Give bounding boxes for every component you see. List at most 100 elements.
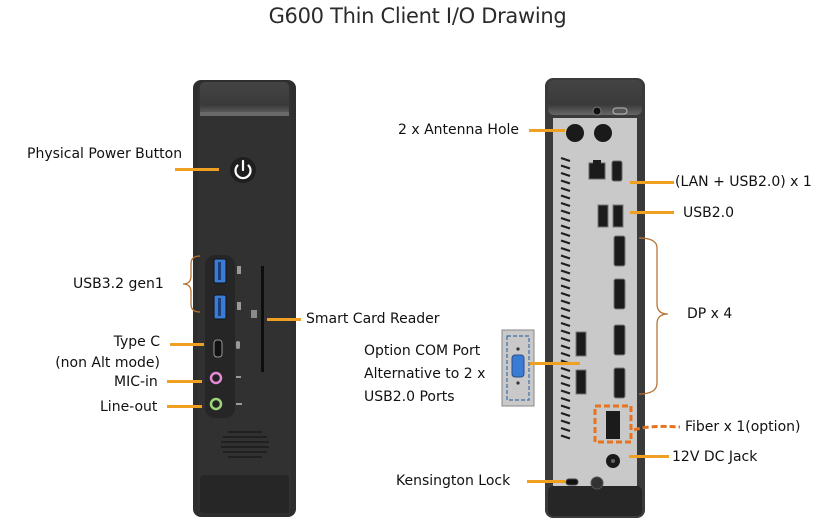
rear-screw [590, 476, 604, 490]
label-com-line2: Alternative to 2 x [364, 366, 486, 382]
vent-slot [560, 164, 571, 170]
vent-slot [560, 201, 571, 208]
vent-slot [560, 381, 571, 388]
power-button [230, 157, 256, 183]
fiber-highlight-box [593, 404, 633, 444]
label-usb3: USB3.2 gen1 [73, 276, 164, 292]
leader-kensington [527, 480, 565, 483]
vent-slot [560, 216, 571, 223]
lan-port [588, 160, 606, 180]
vent-slot [560, 404, 571, 410]
leader-com [530, 362, 580, 365]
vent-slot [560, 194, 571, 200]
antenna-hole-1 [566, 124, 584, 142]
lineout-jack [209, 397, 223, 411]
usb2-port-b [612, 204, 624, 228]
displayport-group [613, 235, 626, 399]
usb3-port-1 [213, 258, 227, 284]
usb3-brace [182, 255, 201, 313]
label-com: Option COM Port Alternative to 2 x USB2.… [364, 340, 485, 409]
com-port-inset [501, 329, 535, 407]
label-typec-line2: (non Alt mode) [55, 355, 160, 371]
vent-slot [560, 419, 571, 425]
usb2-port-com-alt-2 [575, 369, 587, 395]
front-port-legend-icons [236, 266, 242, 405]
vent-slot [560, 374, 571, 380]
label-dc: 12V DC Jack [672, 449, 758, 465]
leader-antenna [529, 129, 565, 132]
vent-slot [560, 239, 571, 245]
typec-port [213, 339, 223, 358]
vent-slot [560, 269, 571, 275]
smartcard-slot [261, 266, 264, 372]
vent-slot [560, 306, 571, 313]
leader-lan-usb [630, 181, 674, 184]
usb3-port-2 [213, 294, 227, 320]
label-dp: DP x 4 [687, 306, 733, 322]
vent-slot [560, 224, 571, 230]
rear-chassis [545, 78, 645, 518]
label-typec-line1: Type C [113, 334, 160, 350]
vent-slot [560, 366, 571, 373]
kensington-slot [565, 478, 579, 486]
vent-slot [560, 284, 571, 290]
label-com-line1: Option COM Port [364, 343, 481, 359]
vent-slot [560, 276, 571, 283]
label-antenna: 2 x Antenna Hole [398, 122, 520, 138]
vent-slot [560, 291, 571, 298]
displayport-3 [613, 324, 626, 356]
vent-slot [560, 231, 571, 238]
vent-slot [560, 351, 571, 358]
dp-brace [638, 237, 669, 395]
label-kensington: Kensington Lock [396, 473, 511, 489]
leader-dc [629, 455, 669, 458]
vent-slot [560, 156, 571, 163]
usb2-port-lan-stack [611, 160, 623, 182]
leader-lineout [167, 405, 202, 408]
vent-slot [560, 186, 571, 193]
leader-mic [167, 380, 202, 383]
label-typec: Type C (non Alt mode) [55, 333, 160, 372]
vent-slot [560, 344, 571, 350]
drawing-title: G600 Thin Client I/O Drawing [268, 4, 567, 28]
vent-slot [560, 426, 571, 433]
usb2-port-com-alt-1 [575, 331, 587, 357]
label-lan-usb: (LAN + USB2.0) x 1 [675, 174, 812, 190]
displayport-4 [613, 367, 626, 399]
vent-slot [560, 389, 571, 395]
vent-slot [560, 434, 571, 440]
vent-slot [560, 261, 571, 268]
mic-jack [209, 371, 223, 385]
label-power-button: Physical Power Button [27, 146, 183, 162]
label-fiber: Fiber x 1(option) [685, 419, 801, 435]
leader-power [175, 168, 219, 171]
vent-slot [560, 209, 571, 215]
fiber-leader [633, 424, 681, 432]
vent-slot [560, 329, 571, 335]
vent-slot [560, 254, 571, 260]
fiber-port [606, 411, 620, 439]
displayport-2 [613, 278, 626, 310]
antenna-hole-2 [594, 124, 612, 142]
leader-smartcard [267, 318, 301, 321]
rear-vents [560, 156, 571, 440]
vent-slot [560, 321, 571, 328]
vent-slot [560, 396, 571, 403]
smartcard-icon [251, 310, 257, 318]
label-lineout: Line-out [100, 399, 158, 415]
vent-slot [560, 171, 571, 178]
leader-usb2 [630, 211, 674, 214]
leader-typec [170, 343, 204, 346]
vent-slot [560, 299, 571, 305]
label-mic: MIC-in [114, 374, 158, 390]
vent-slot [560, 336, 571, 343]
label-usb2: USB2.0 [683, 205, 735, 221]
displayport-1 [613, 235, 626, 267]
label-smartcard: Smart Card Reader [306, 311, 440, 327]
label-com-line3: USB2.0 Ports [364, 389, 455, 405]
usb2-port-a [597, 204, 609, 228]
vent-slot [560, 246, 571, 253]
vent-slot [560, 314, 571, 320]
vent-slot [560, 179, 571, 185]
